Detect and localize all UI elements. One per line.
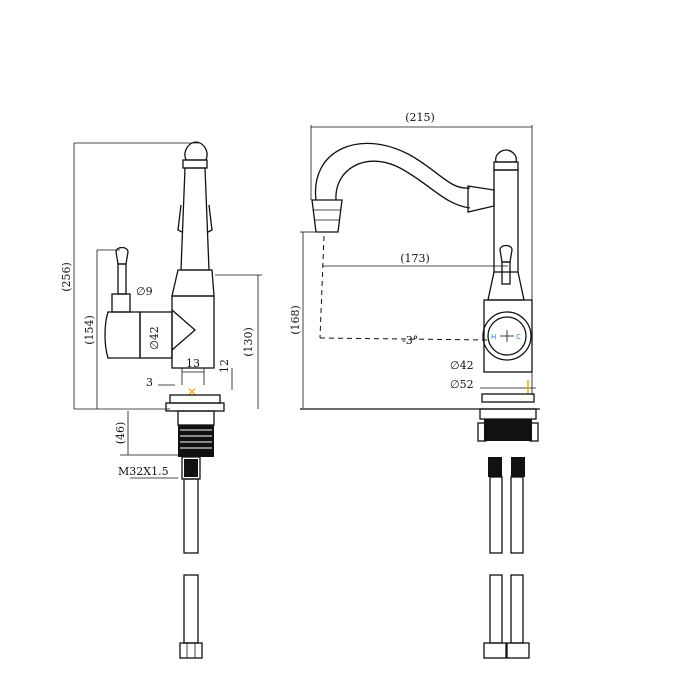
dim-body-diameter: ∅42 (148, 326, 161, 350)
column-collar (493, 161, 519, 171)
spout-collar (182, 159, 208, 169)
lever-knob (115, 246, 129, 265)
front-view: (215) (168) -3° (173) H C (289, 111, 540, 659)
dim-dia-42: ∅42 (450, 359, 474, 372)
dim-spout-height: (168) (289, 305, 302, 335)
dim-13: 13 (186, 357, 200, 370)
spout-cap (184, 141, 208, 161)
cold-label: C (516, 333, 521, 341)
front-lever-stem (501, 261, 511, 285)
column-shoulder (487, 271, 525, 301)
hot-label: H (491, 333, 496, 341)
hose-a-nut (488, 457, 502, 477)
spout-aerator (311, 199, 343, 233)
dim-12: 12 (218, 359, 231, 373)
dim-body-height: (130) (242, 327, 255, 357)
water-stream-line (319, 235, 325, 339)
dim-thread: M32X1.5 (118, 465, 169, 478)
spout-arc-outer (314, 142, 471, 201)
spout-outline-right (207, 204, 213, 233)
spout-neck (180, 167, 210, 271)
hose-b-fitting (506, 642, 530, 659)
lever-hub (111, 293, 131, 313)
front-shank (484, 419, 532, 441)
dim-lever-diameter: ∅9 (136, 285, 153, 298)
dim-spout-reach: (173) (400, 252, 430, 265)
base-washer (177, 410, 215, 426)
hose-a-lower (489, 574, 503, 644)
body-cut-line (171, 309, 196, 351)
dim-3: 3 (146, 376, 153, 389)
column-body (493, 169, 519, 273)
spout-joint (467, 185, 495, 213)
hose-nut-fill (184, 459, 198, 477)
hose-b-lower (510, 574, 524, 644)
dim-dia-52: ∅52 (450, 378, 474, 391)
base-flange (165, 402, 225, 412)
hose-a-fitting (483, 642, 507, 659)
lever-connector (139, 311, 173, 359)
angle-ref-line (319, 337, 489, 341)
cartridge-outer (482, 311, 532, 361)
flow-mark-icon: ✕ (187, 385, 197, 399)
lever-cartridge (104, 311, 141, 359)
front-base-flange (479, 408, 537, 420)
cartridge-inner (487, 316, 527, 356)
dim-overall-width: (215) (405, 111, 435, 124)
column-cap (495, 149, 517, 163)
hose-a-upper (489, 476, 503, 554)
dim-below-deck: (46) (114, 422, 127, 445)
side-view: (256) (154) (130) ∅9 ∅42 13 12 (60, 141, 262, 659)
front-nut-right (529, 422, 539, 442)
dim-angle: -3° (402, 334, 418, 347)
hose-b-nut (511, 457, 525, 477)
front-lever-knob (499, 244, 513, 263)
hose-upper (183, 478, 199, 554)
front-nut-left (477, 422, 487, 442)
lever-stem (117, 263, 127, 295)
thread-lines (180, 429, 212, 449)
hose-lower (183, 574, 199, 644)
hose-b-upper (510, 476, 524, 554)
dim-overall-height: (256) (60, 262, 73, 292)
spout-arc-inner (335, 160, 471, 209)
hose-fitting-bottom (179, 642, 203, 659)
spout-outline (177, 204, 183, 233)
front-base-ring (481, 393, 535, 403)
dim-lever-height: (154) (83, 315, 96, 345)
body-shoulder (171, 269, 215, 297)
